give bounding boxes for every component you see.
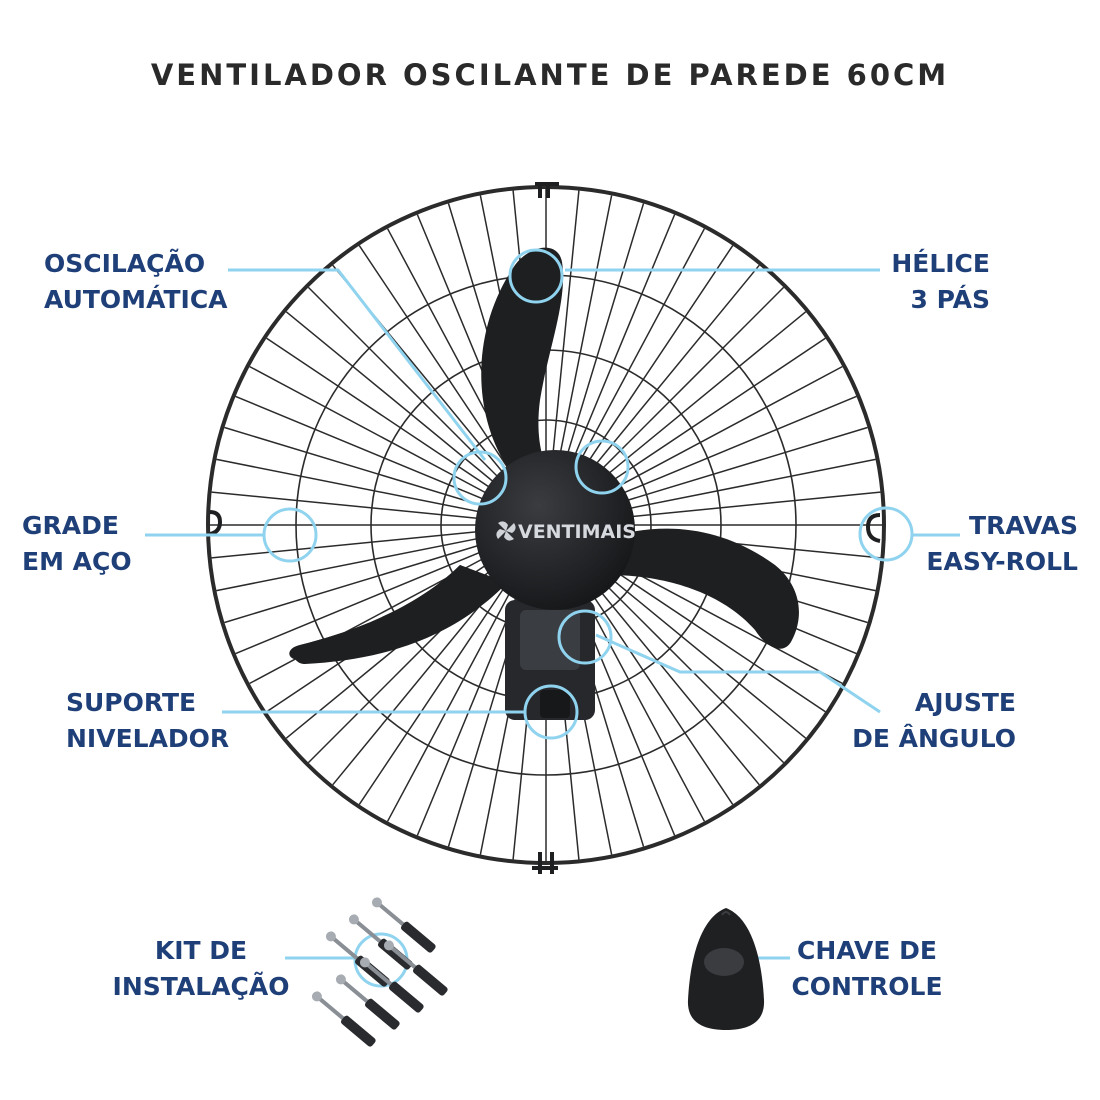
label-line: EM AÇO — [22, 547, 132, 576]
label-helice: HÉLICE 3 PÁS — [891, 246, 990, 318]
label-line: CHAVE DE — [797, 936, 937, 965]
grille-spoke — [358, 245, 525, 493]
grille-spoke — [576, 311, 807, 501]
grille-spoke — [585, 491, 881, 522]
grille-spoke — [211, 491, 507, 522]
label-chave: CHAVE DE CONTROLE — [782, 933, 952, 1005]
grille-spoke — [358, 557, 525, 805]
fan-blades — [289, 247, 799, 664]
screw-and-plug-icon — [311, 991, 376, 1047]
grille-spoke — [249, 365, 512, 507]
screw-and-plug-icon — [359, 957, 424, 1013]
label-suporte: SUPORTE NIVELADOR — [66, 685, 229, 757]
grille-spoke — [578, 337, 826, 504]
mount-bracket — [505, 600, 595, 720]
screw-and-plug-icon — [335, 974, 400, 1030]
callout-circle-grade — [262, 507, 318, 563]
screw-and-plug-icon — [383, 940, 448, 996]
grille-spoke — [549, 190, 580, 486]
blade-left-edge — [293, 565, 505, 664]
callout-lines — [145, 268, 960, 960]
callout-markers — [262, 248, 914, 988]
page-title: VENTILADOR OSCILANTE DE PAREDE 60CM — [150, 58, 950, 92]
grille-spoke — [584, 426, 868, 515]
callout-line-ajuste — [595, 633, 881, 714]
label-ajuste: AJUSTE DE ÂNGULO — [852, 685, 1016, 757]
label-line: HÉLICE — [891, 249, 990, 278]
brand-name: VENTIMAIS — [518, 521, 636, 543]
label-oscilacao: OSCILAÇÃO AUTOMÁTICA — [44, 246, 228, 318]
blade-top — [481, 247, 564, 478]
label-line: 3 PÁS — [910, 285, 990, 314]
label-line: TRAVAS — [969, 511, 1078, 540]
grille-spoke — [580, 365, 843, 507]
grille-spoke — [567, 557, 734, 805]
grille-spoke — [211, 528, 507, 559]
grille-spoke — [249, 543, 512, 685]
grille-spoke — [307, 286, 519, 498]
callout-circle-ajuste — [557, 609, 613, 665]
grille-spoke — [235, 539, 510, 655]
installation-kit — [311, 897, 448, 1047]
grille-spoke — [285, 311, 516, 501]
label-kit: KIT DE INSTALAÇÃO — [106, 933, 296, 1005]
clip-right — [865, 513, 881, 543]
callout-circle-suporte — [523, 684, 579, 740]
grille-spoke — [585, 458, 876, 518]
label-line: CONTROLE — [791, 972, 943, 1001]
brand-logo: VENTIMAIS — [496, 521, 636, 543]
blade-right — [600, 528, 799, 649]
label-line: NIVELADOR — [66, 724, 230, 753]
label-line: INSTALAÇÃO — [112, 972, 290, 1001]
label-line: AUTOMÁTICA — [44, 285, 228, 314]
callout-circle-oscilacao — [452, 450, 508, 506]
label-line: EASY-ROLL — [926, 547, 1078, 576]
grille-spoke — [564, 228, 706, 491]
control-knob-icon — [704, 948, 744, 976]
label-line: KIT DE — [154, 936, 248, 965]
label-grade: GRADE EM AÇO — [22, 508, 132, 580]
label-travas: TRAVAS EASY-ROLL — [926, 508, 1078, 580]
grille-spoke — [224, 426, 508, 515]
label-line: AJUSTE — [914, 688, 1016, 717]
label-line: SUPORTE — [66, 688, 197, 717]
grille-clips — [209, 182, 881, 874]
label-line: GRADE — [22, 511, 119, 540]
grille-spoke — [567, 245, 734, 493]
grille-spoke — [570, 264, 760, 495]
control-switch-highlight — [721, 911, 731, 916]
grille-spoke — [582, 395, 857, 511]
grille-spoke — [266, 337, 514, 504]
clip-left — [209, 510, 223, 536]
callout-circle-helice — [508, 248, 564, 304]
callout-line-oscilacao — [228, 268, 487, 461]
clip-bottom — [532, 852, 558, 874]
control-switch — [687, 908, 765, 1030]
label-line: DE ÂNGULO — [852, 724, 1016, 753]
grille-spoke — [573, 286, 785, 498]
grille-spoke — [386, 559, 528, 822]
grille-spoke — [216, 458, 507, 518]
label-line: OSCILAÇÃO — [44, 249, 206, 278]
fan-hub — [475, 450, 635, 610]
screw-and-plug-icon — [371, 897, 436, 953]
fan-logo-icon — [496, 521, 516, 541]
grille-spoke — [556, 203, 645, 487]
callout-circle-travas — [858, 506, 914, 562]
grille-spoke — [216, 532, 507, 592]
grille-spoke — [560, 214, 676, 489]
grille-spoke — [235, 395, 510, 511]
callout-circle-center — [574, 439, 630, 495]
grille-spoke — [224, 535, 508, 624]
clip-top — [535, 182, 559, 198]
grille-spoke — [553, 195, 613, 486]
